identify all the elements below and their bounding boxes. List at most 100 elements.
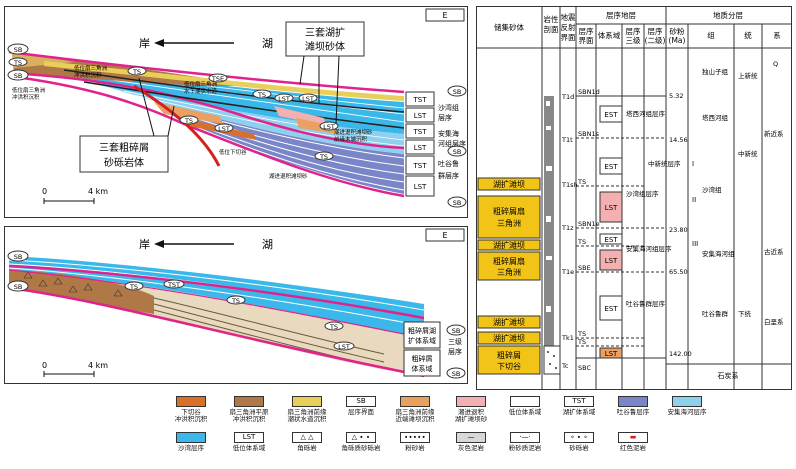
svg-text:EST: EST bbox=[604, 111, 618, 119]
svg-text:SB: SB bbox=[14, 46, 23, 54]
legend-item: 低位体系域 bbox=[494, 396, 556, 416]
svg-text:III: III bbox=[692, 240, 698, 248]
svg-text:层序: 层序 bbox=[648, 26, 663, 36]
svg-text:安集海河组层序: 安集海河组层序 bbox=[626, 244, 672, 253]
svg-text:LST: LST bbox=[218, 125, 230, 133]
svg-text:低位扇三角洲: 低位扇三角洲 bbox=[184, 80, 218, 88]
legend-item: △ △角砾岩 bbox=[276, 432, 338, 452]
systems: Q 新近系 古近系 白垩系 bbox=[764, 60, 784, 326]
legend-item: 扇三角洲前缘近端滩坝沉积 bbox=[384, 396, 446, 423]
svg-text:低位扇三角洲: 低位扇三角洲 bbox=[12, 86, 46, 94]
series: 上新统 中新统 下统 bbox=[738, 71, 758, 318]
svg-text:TST: TST bbox=[413, 128, 428, 136]
svg-text:体系域: 体系域 bbox=[412, 364, 433, 373]
svg-text:塔西河组: 塔西河组 bbox=[702, 113, 729, 122]
svg-text:I: I bbox=[692, 160, 694, 168]
svg-text:湖扩滩坝: 湖扩滩坝 bbox=[493, 317, 525, 327]
basin-strata bbox=[8, 50, 405, 198]
svg-text:塔西河组层序: 塔西河组层序 bbox=[626, 109, 666, 118]
svg-text:0: 0 bbox=[42, 187, 47, 196]
svg-text:沙湾组: 沙湾组 bbox=[438, 103, 459, 112]
svg-text:Tc: Tc bbox=[561, 362, 569, 370]
svg-text:SB: SB bbox=[453, 148, 462, 156]
svg-text:T1t: T1t bbox=[561, 136, 573, 144]
svg-text:三角洲: 三角洲 bbox=[497, 218, 521, 228]
callout-lower: 三套粗碎屑 砂砾岩体 bbox=[79, 77, 175, 173]
shore-arrow-bottom: 岸 湖 bbox=[139, 238, 273, 251]
svg-text:SB: SB bbox=[14, 72, 23, 80]
legend-item: ·—·粉砂质泥岩 bbox=[508, 432, 542, 452]
svg-text:下切谷: 下切谷 bbox=[497, 362, 521, 371]
third-order-sequences: 塔西河组层序 沙湾组层序 安集海河组层序 吐谷鲁群层序 bbox=[626, 109, 672, 308]
svg-text:TSE: TSE bbox=[211, 75, 224, 83]
facies-annotations: 低位扇三角洲 冲洪积沉积 低位扇三角洲 冲洪积沉积 低位扇三角洲 水下潮状水道 … bbox=[12, 64, 373, 180]
svg-text:142.00: 142.00 bbox=[669, 350, 692, 358]
bottom-tags: SB SB SB SB TS TST TS TS LST bbox=[7, 250, 466, 379]
strat-column: 储集砂体 岩性 剖面 地震 反射 界面 层序地层 层序 界面 体系域 层序 三级… bbox=[476, 6, 792, 390]
svg-text:砂粉: 砂粉 bbox=[670, 26, 685, 36]
svg-text:界面: 界面 bbox=[561, 33, 576, 42]
second-order-label: 中新统层序 bbox=[648, 159, 681, 168]
lithology-log bbox=[543, 96, 561, 375]
svg-text:前缘末端沉积: 前缘末端沉积 bbox=[334, 135, 368, 143]
svg-text:LST: LST bbox=[414, 112, 427, 120]
svg-text:三套粗碎屑: 三套粗碎屑 bbox=[99, 141, 149, 154]
svg-text:独山子组: 独山子组 bbox=[702, 67, 729, 76]
legend-item: 沙湾层序 bbox=[160, 432, 222, 452]
svg-text:粗碎屑扇: 粗碎屑扇 bbox=[493, 206, 525, 216]
svg-text:LST: LST bbox=[414, 183, 427, 191]
svg-text:岸: 岸 bbox=[139, 37, 150, 50]
svg-text:吐谷鲁群: 吐谷鲁群 bbox=[702, 309, 729, 318]
shore-arrow: 岸 湖 bbox=[139, 37, 273, 50]
svg-text:低位下切谷: 低位下切谷 bbox=[219, 148, 247, 156]
svg-text:吐谷鲁群层序: 吐谷鲁群层序 bbox=[626, 299, 666, 308]
svg-text:三级: 三级 bbox=[448, 337, 462, 346]
systems-tracts: EST EST LST EST LST EST LST bbox=[599, 105, 623, 359]
legend-item: ▬红色泥岩 bbox=[618, 432, 648, 452]
svg-text:岸: 岸 bbox=[139, 238, 150, 251]
svg-text:SB: SB bbox=[14, 283, 23, 291]
svg-text:层序: 层序 bbox=[448, 347, 462, 356]
svg-text:EST: EST bbox=[604, 305, 618, 313]
svg-text:EST: EST bbox=[604, 236, 618, 244]
callout-upper: 三套湖扩 滩坝砂体 bbox=[285, 21, 365, 125]
svg-text:SB: SB bbox=[453, 199, 462, 207]
svg-text:沙湾组: 沙湾组 bbox=[702, 185, 722, 194]
svg-text:II: II bbox=[692, 196, 696, 204]
svg-text:Q: Q bbox=[773, 60, 778, 68]
svg-text:河组层序: 河组层序 bbox=[438, 139, 466, 148]
legend-item: —灰色泥岩 bbox=[456, 432, 486, 452]
legend-item: △ ∙ ∙角砾质砂砾岩 bbox=[341, 432, 381, 452]
svg-text:23.80: 23.80 bbox=[669, 226, 688, 234]
svg-text:TST: TST bbox=[413, 96, 428, 104]
svg-text:地震: 地震 bbox=[561, 12, 576, 22]
svg-text:TS: TS bbox=[13, 59, 22, 67]
svg-text:TS: TS bbox=[132, 68, 141, 76]
svg-text:三套湖扩: 三套湖扩 bbox=[305, 26, 345, 39]
svg-text:白垩系: 白垩系 bbox=[764, 317, 784, 326]
svg-text:层序地层: 层序地层 bbox=[606, 10, 636, 20]
svg-text:地质分层: 地质分层 bbox=[713, 10, 743, 20]
svg-text:湖: 湖 bbox=[262, 37, 273, 50]
svg-text:TS: TS bbox=[184, 117, 193, 125]
bottom-right-box: 粗碎屑湖 扩体系域 粗碎屑 体系域 三级 层序 bbox=[403, 321, 462, 377]
legend-item: 安集海河层序 bbox=[656, 396, 718, 416]
svg-text:T1sh: T1sh bbox=[561, 181, 578, 189]
svg-text:中新统: 中新统 bbox=[738, 149, 758, 158]
svg-text:65.50: 65.50 bbox=[669, 268, 688, 276]
svg-text:TS: TS bbox=[577, 338, 586, 346]
svg-text:E: E bbox=[442, 11, 447, 20]
svg-text:TS: TS bbox=[257, 91, 266, 99]
scale-bar: 0 4 km bbox=[42, 187, 108, 204]
svg-text:TST: TST bbox=[413, 162, 428, 170]
svg-text:LST: LST bbox=[605, 204, 618, 212]
svg-text:SB: SB bbox=[452, 327, 461, 335]
svg-text:系: 系 bbox=[773, 30, 781, 40]
svg-text:SB: SB bbox=[453, 88, 462, 96]
svg-text:层序: 层序 bbox=[626, 26, 641, 36]
svg-text:LST: LST bbox=[302, 95, 314, 103]
svg-text:(二级): (二级) bbox=[645, 35, 666, 45]
